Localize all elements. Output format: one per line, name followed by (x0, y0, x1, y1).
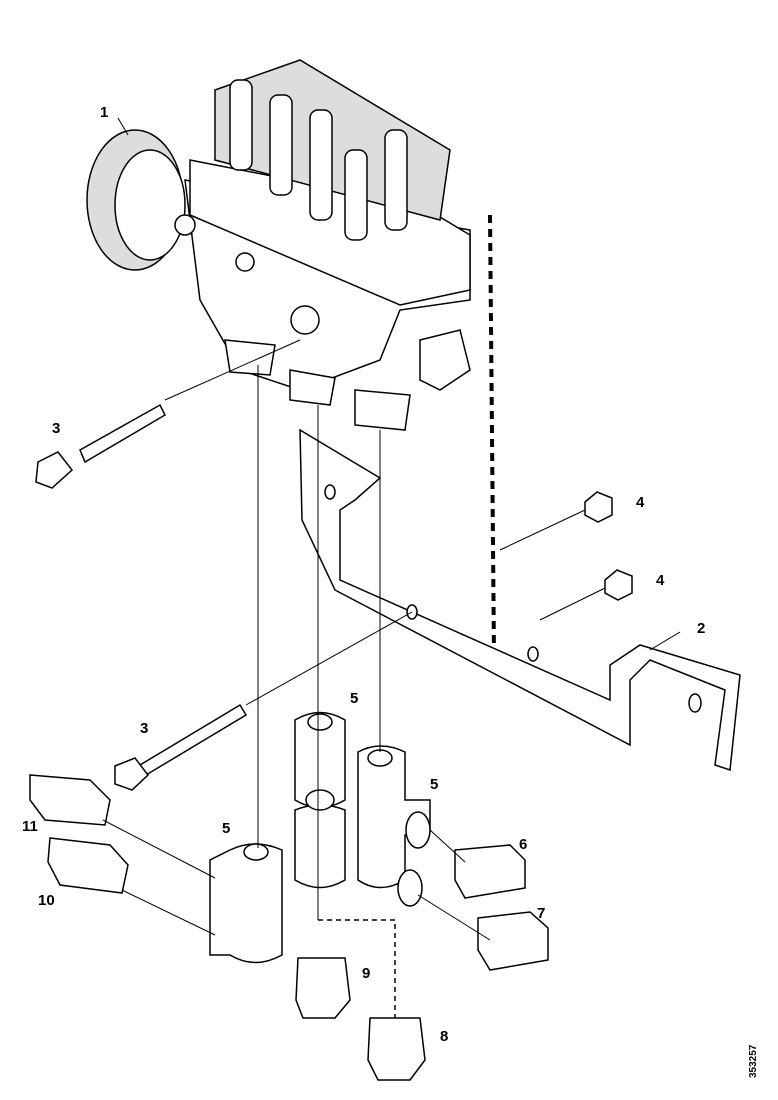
nut-upper (584, 491, 613, 523)
leader-lines (102, 117, 681, 1018)
callout-11: 11 (22, 818, 38, 835)
valve-assembly (86, 59, 471, 431)
callout-8: 8 (440, 1028, 449, 1045)
callout-2: 2 (697, 620, 706, 637)
bracket (299, 428, 741, 772)
callout-5-c: 5 (222, 820, 231, 837)
nut-lower (604, 569, 633, 601)
callout-3-lower: 3 (140, 720, 149, 737)
bolt-upper (35, 403, 166, 489)
callout-3-upper: 3 (52, 420, 61, 437)
callout-7: 7 (537, 905, 546, 922)
callout-1: 1 (100, 104, 109, 121)
fittings (29, 711, 549, 1081)
callout-9: 9 (362, 965, 371, 982)
drawing-number: 353257 (748, 1044, 759, 1078)
callout-5-a: 5 (350, 690, 359, 707)
callout-5-b: 5 (430, 776, 439, 793)
callout-4-upper: 4 (636, 494, 645, 511)
callout-4-lower: 4 (656, 572, 665, 589)
callout-10: 10 (38, 892, 55, 909)
bolt-lower (114, 703, 248, 791)
callout-6: 6 (519, 836, 528, 853)
